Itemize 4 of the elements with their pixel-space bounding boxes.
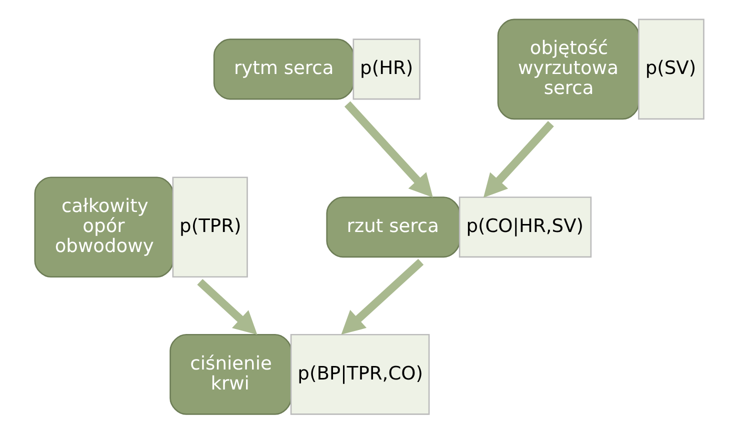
arrow xyxy=(344,101,433,198)
arrow xyxy=(197,278,258,335)
arrow xyxy=(483,121,554,198)
arrow xyxy=(341,258,424,335)
